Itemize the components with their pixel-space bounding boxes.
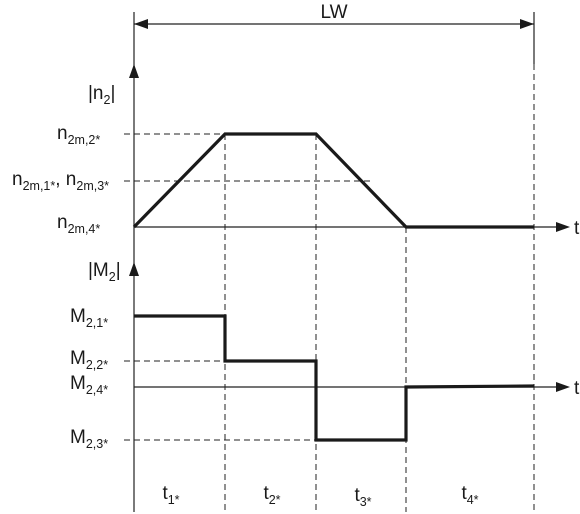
m22-label: M2,2* [70, 348, 108, 372]
n2m2-label: n2m,2* [57, 123, 100, 147]
n2m1-n2m3-label: n2m,1*, n2m,3* [12, 169, 109, 193]
torque-level-guides [124, 360, 316, 441]
lw-left-arrowhead [134, 19, 148, 29]
n2m4-label: n2m,4* [57, 212, 100, 236]
speed-curve [132, 132, 534, 229]
lw-right-arrowhead [520, 19, 534, 29]
torque-time-axis-arrowhead [556, 382, 570, 392]
phase-label-t3: t3* [354, 485, 371, 509]
speed-time-axis-arrowhead [556, 222, 570, 232]
phase-label-t1: t1* [162, 483, 179, 507]
phase-boundaries [224, 64, 535, 512]
speed-axis-arrowhead [129, 64, 139, 78]
lw-label: LW [320, 2, 347, 23]
m23-label: M2,3* [70, 427, 108, 451]
speed-level-guides [124, 133, 374, 182]
phase-label-t4: t4* [461, 483, 478, 507]
torque-curve [134, 314, 535, 442]
speed-axis-label: |n2| [88, 83, 115, 107]
torque-axis-arrowhead [129, 262, 139, 276]
torque-time-axis: t [134, 378, 580, 399]
phase-label-t2: t2* [263, 483, 280, 507]
speed-time-axis-label: t [574, 218, 580, 239]
m21-label: M2,1* [70, 306, 108, 330]
vertical-axis [129, 64, 139, 512]
m24-label: M2,4* [70, 373, 108, 397]
torque-axis-label: |M2| [88, 260, 121, 284]
lw-span: LW [133, 2, 535, 64]
torque-time-axis-label: t [574, 378, 580, 399]
